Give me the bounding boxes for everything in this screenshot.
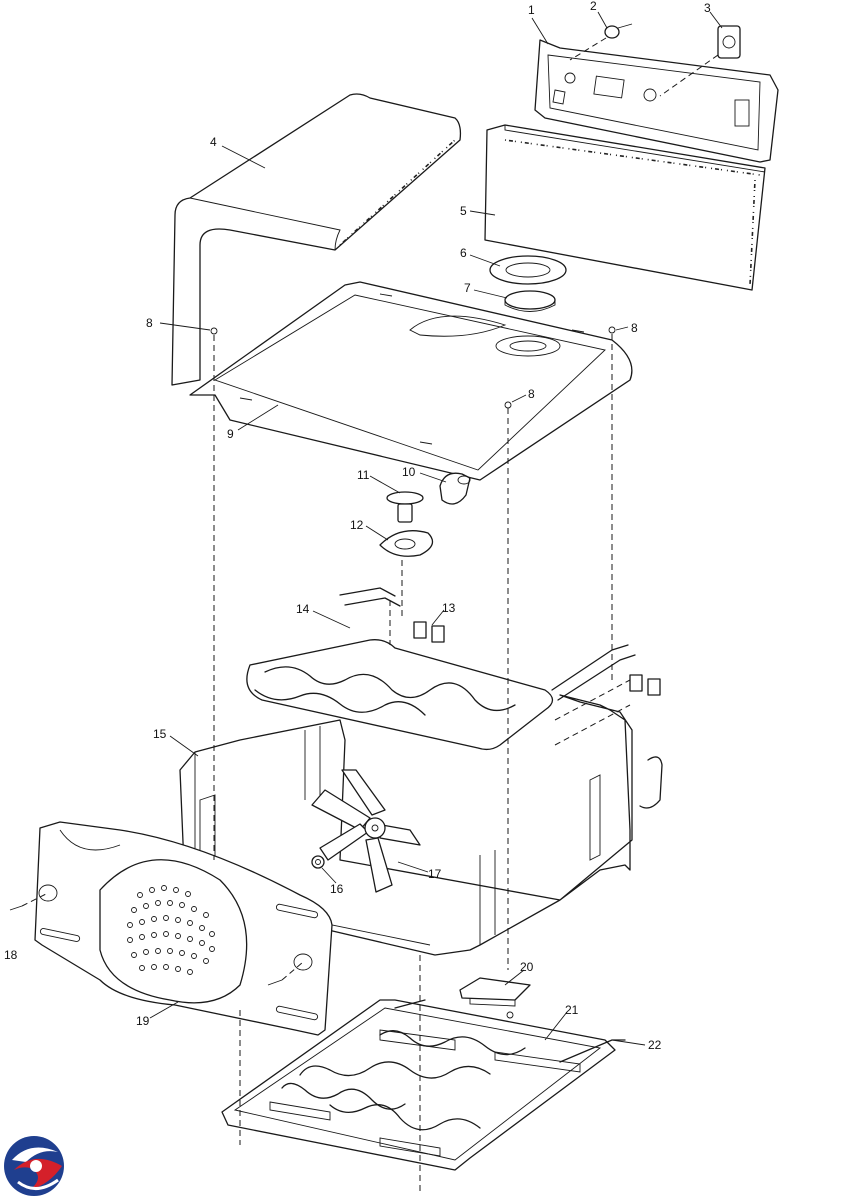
part-11-lamp-cover — [386, 491, 424, 523]
callout-13: 13 — [442, 601, 456, 615]
alignment-lines — [213, 334, 631, 1195]
callout-10: 10 — [402, 465, 416, 479]
callout-6: 6 — [460, 246, 467, 260]
callout-21: 21 — [565, 1003, 579, 1017]
part-14-top-heating-element — [246, 587, 554, 751]
callout-22: 22 — [648, 1038, 662, 1052]
part-side-element-rods — [551, 644, 636, 701]
brand-logo — [4, 1136, 64, 1196]
part-12-lamp-gasket — [379, 530, 434, 557]
part-20-bracket — [459, 977, 531, 1019]
part-8-screw-b — [608, 326, 629, 334]
part-2-switch — [569, 23, 633, 61]
part-9-top-panel — [189, 281, 633, 481]
callout-3: 3 — [704, 1, 711, 15]
callout-2: 2 — [590, 0, 597, 13]
callout-4: 4 — [210, 135, 217, 149]
callout-8-center: 8 — [528, 387, 535, 401]
part-16-fan-nut — [311, 855, 325, 869]
part-6-ring-gasket — [489, 255, 567, 285]
part-8-screw-a — [159, 322, 218, 335]
callout-7: 7 — [464, 281, 471, 295]
callout-14: 14 — [296, 602, 310, 616]
callout-17: 17 — [428, 867, 442, 881]
callout-1: 1 — [528, 3, 535, 17]
part-19-rear-panel — [34, 821, 333, 1036]
callout-20: 20 — [520, 960, 534, 974]
callout-labels: 1 2 3 4 5 6 7 8 8 8 9 10 11 12 13 14 15 … — [4, 0, 711, 1052]
callout-15: 15 — [153, 727, 167, 741]
part-4-outer-casing — [171, 93, 462, 386]
callout-12: 12 — [350, 518, 364, 532]
callout-18: 18 — [4, 948, 18, 962]
callout-8-right: 8 — [631, 321, 638, 335]
part-18-screw — [9, 892, 304, 986]
part-10-lamp-holder — [439, 472, 471, 505]
part-3-thermostat — [659, 25, 741, 97]
part-17-fan-blade — [311, 769, 421, 893]
callout-8-left: 8 — [146, 316, 153, 330]
callout-16: 16 — [330, 882, 344, 896]
fan-grille-holes — [127, 885, 215, 975]
callout-11: 11 — [357, 468, 370, 482]
part-5-insulation — [484, 124, 766, 291]
part-13-clips — [413, 621, 661, 696]
part-21-bottom-tray — [221, 999, 616, 1171]
callout-19: 19 — [136, 1014, 150, 1028]
callout-9: 9 — [227, 427, 234, 441]
part-7-insulation-disc — [504, 290, 556, 312]
part-1-control-bracket — [534, 39, 779, 163]
leader-lines — [149, 11, 723, 1046]
callout-5: 5 — [460, 204, 467, 218]
